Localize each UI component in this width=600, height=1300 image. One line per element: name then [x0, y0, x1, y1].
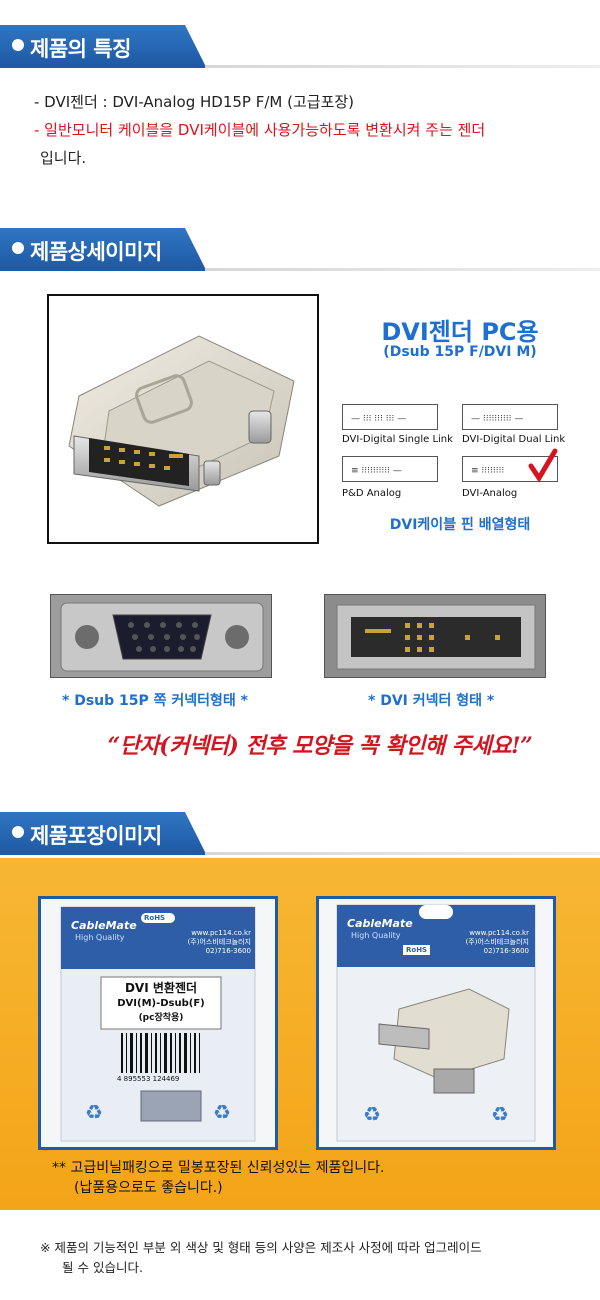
bullet-icon [12, 242, 24, 254]
bullet-icon [12, 39, 24, 51]
section-header-package: 제품포장이미지 [0, 812, 600, 856]
feature-line-2: - 일반모니터 케이블을 DVI케이블에 사용가능하도록 변환시켜 주는 젠더 [34, 121, 486, 139]
connector-check-notice: “단자(커넥터) 전후 모양을 꼭 확인해 주세요!” [107, 733, 533, 759]
section-header-detail: 제품상세이미지 [0, 228, 600, 272]
brand-sub-front: High Quality [75, 933, 125, 942]
pin-diagram-dual-link: — ⁝⁝⁝⁝⁝⁝⁝⁝⁝⁝ — [462, 404, 558, 430]
brand-logo-back: CableMate [347, 917, 413, 930]
dsub-connector-caption: * Dsub 15P 쪽 커넥터형태 * [62, 693, 248, 709]
svg-text:♻: ♻ [213, 1100, 231, 1124]
checkmark-icon [528, 448, 558, 483]
svg-text:≡ ⁝⁝⁝⁝⁝⁝⁝⁝: ≡ ⁝⁝⁝⁝⁝⁝⁝⁝ [471, 466, 504, 476]
section-title-detail: 제품상세이미지 [30, 240, 162, 264]
brand-sub-back: High Quality [351, 931, 401, 940]
dvi-connector-caption: * DVI 커넥터 형태 * [368, 693, 495, 709]
package-note-line-2: (납품용으로도 좋습니다.) [74, 1180, 223, 1196]
section-header-features: 제품의 특징 [0, 25, 600, 69]
package-note: ** 고급비닐패킹으로 밀봉포장된 신뢰성있는 제품입니다. (납품용으로도 좋… [52, 1158, 385, 1198]
pin-label-dual-link: DVI-Digital Dual Link [462, 434, 566, 445]
package-photo-back: ♻ ♻ CableMate High Quality RoHS www.pc11… [316, 896, 556, 1150]
brand-logo-front: CableMate [71, 919, 137, 932]
feature-list: - DVI젠더 : DVI-Analog HD15P F/M (고급포장) - … [34, 88, 574, 172]
package-image-area: ♻ ♻ CableMate High Quality RoHS www.pc11… [0, 858, 600, 1210]
rohs-badge-back: RoHS [403, 945, 431, 955]
dsub-connector-photo [50, 594, 272, 678]
company-info-back: www.pc114.co.kr (주)어스비테크놀러지 02)716-3600 [465, 929, 529, 955]
section-title-package: 제품포장이미지 [30, 824, 162, 848]
pin-label-dvi-analog: DVI-Analog [462, 488, 518, 499]
rohs-badge-front: RoHS [144, 914, 166, 922]
dvi-gender-illustration [68, 335, 295, 507]
spec-subtitle: (Dsub 15P F/DVI M) [383, 344, 537, 360]
pin-label-single-link: DVI-Digital Single Link [342, 434, 453, 445]
pin-label-pd-analog: P&D Analog [342, 488, 402, 499]
svg-text:♻: ♻ [491, 1102, 509, 1126]
bullet-icon [12, 826, 24, 838]
svg-text:— ⁝⁝⁝⁝⁝⁝⁝⁝⁝⁝ —: — ⁝⁝⁝⁝⁝⁝⁝⁝⁝⁝ — [471, 414, 523, 424]
footnote-line-2: 될 수 있습니다. [62, 1260, 143, 1275]
svg-text:≡ ⁝⁝⁝⁝⁝⁝⁝⁝⁝⁝ —: ≡ ⁝⁝⁝⁝⁝⁝⁝⁝⁝⁝ — [351, 466, 402, 476]
package-photo-front: ♻ ♻ CableMate High Quality RoHS www.pc11… [38, 896, 278, 1150]
section-title-features: 제품의 특징 [30, 37, 131, 61]
product-photo [47, 294, 319, 544]
svg-text:♻: ♻ [85, 1100, 103, 1124]
footnote-line-1: ※ 제품의 기능적인 부분 외 색상 및 형태 등의 사양은 제조사 사정에 따… [40, 1240, 482, 1255]
package-note-line-1: ** 고급비닐패킹으로 밀봉포장된 신뢰성있는 제품입니다. [52, 1160, 385, 1176]
pin-diagram-single-link: — ⁝⁝⁝ ⁝⁝⁝ ⁝⁝⁝ — [342, 404, 438, 430]
dvi-connector-photo [324, 594, 546, 678]
package-label: DVI 변환젠더 DVI(M)-Dsub(F) (pc장착용) [117, 981, 205, 1023]
svg-text:♻: ♻ [363, 1102, 381, 1126]
svg-text:— ⁝⁝⁝ ⁝⁝⁝ ⁝⁝⁝ —: — ⁝⁝⁝ ⁝⁝⁝ ⁝⁝⁝ — [351, 414, 406, 424]
footnote: ※ 제품의 기능적인 부분 외 색상 및 형태 등의 사양은 제조사 사정에 따… [40, 1238, 580, 1278]
company-info-front: www.pc114.co.kr (주)어스비테크놀러지 02)716-3600 [187, 929, 251, 955]
spec-title: DVI젠더 PC용 [381, 318, 539, 346]
barcode-number: 4 895553 124469 [117, 1075, 180, 1083]
pin-diagram-pd-analog: ≡ ⁝⁝⁝⁝⁝⁝⁝⁝⁝⁝ — [342, 456, 438, 482]
feature-line-3: 입니다. [40, 149, 87, 167]
feature-line-1: - DVI젠더 : DVI-Analog HD15P F/M (고급포장) [34, 93, 355, 111]
pin-layout-caption: DVI케이블 핀 배열형태 [389, 517, 531, 533]
